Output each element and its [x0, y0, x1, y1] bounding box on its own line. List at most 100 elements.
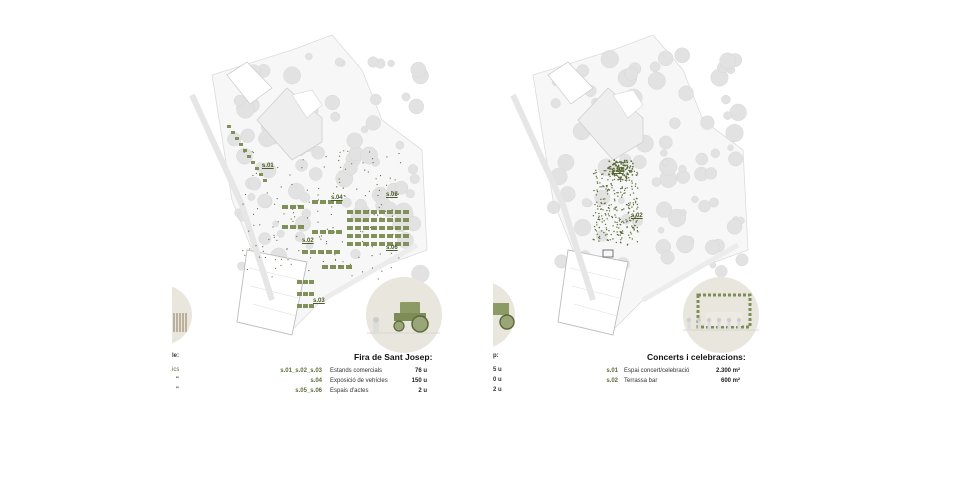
crowd-dot	[612, 179, 614, 181]
crowd-dot	[612, 225, 614, 227]
crowd-dot	[597, 208, 599, 210]
crowd-dot	[611, 184, 613, 187]
crowd-dot	[631, 168, 634, 170]
stand-block	[318, 250, 324, 254]
crowd-dot	[634, 200, 637, 202]
space-label: s.06	[386, 245, 398, 251]
stand-block	[297, 292, 302, 296]
stand-block	[297, 280, 302, 284]
crowd-dot	[617, 161, 619, 164]
crowd-dot	[292, 220, 294, 222]
crowd-dot	[377, 194, 379, 197]
stand-block	[312, 230, 318, 234]
tree-canopy	[360, 146, 378, 165]
stand-block	[355, 226, 361, 230]
space-label: s.01	[262, 163, 274, 169]
crowd-dot	[620, 196, 623, 198]
space-label: s.03	[313, 298, 325, 304]
crowd-dot	[616, 231, 618, 233]
crowd-dot	[601, 177, 603, 180]
tree-canopy	[408, 98, 425, 115]
stand-block	[387, 242, 393, 246]
crowd-dot	[323, 166, 325, 168]
tree-canopy	[395, 140, 405, 150]
tree-canopy	[657, 50, 674, 66]
crowd-dot	[627, 202, 630, 205]
stand-block	[403, 210, 409, 214]
stand-block	[322, 265, 328, 269]
tree-canopy	[725, 124, 744, 143]
crowd-dot	[625, 219, 627, 221]
crowd-dot	[634, 216, 636, 219]
crowd-dot	[325, 156, 327, 158]
crowd-dot	[609, 170, 611, 173]
crowd-dot	[380, 217, 382, 219]
stand-block	[309, 304, 314, 308]
tree-canopy	[676, 235, 694, 254]
crowd-dot	[609, 239, 611, 241]
crowd-dot	[619, 241, 622, 243]
crowd-dot	[632, 227, 634, 229]
tree-canopy	[705, 239, 721, 255]
crowd-dot	[294, 216, 296, 218]
stand-block	[347, 226, 353, 230]
crowd-dot	[273, 234, 275, 236]
tree-canopy	[735, 253, 749, 267]
tree-canopy	[661, 159, 670, 167]
crowd-dot	[615, 206, 618, 208]
tree-canopy	[708, 197, 719, 208]
tree-canopy	[678, 164, 687, 173]
crowd-dot	[631, 188, 633, 190]
crowd-dot	[631, 180, 633, 182]
crowd-dot	[242, 203, 244, 205]
crowd-dot	[398, 257, 400, 259]
crowd-dot	[615, 216, 617, 218]
stand-block	[395, 218, 401, 222]
crowd-dot	[336, 186, 338, 188]
stand-block	[355, 210, 361, 214]
crowd-dot	[636, 203, 639, 206]
crowd-dot	[612, 163, 614, 166]
crowd-dot	[612, 238, 614, 240]
crowd-dot	[620, 168, 623, 171]
crowd-dot	[291, 183, 293, 186]
tree-canopy	[719, 52, 736, 70]
crowd-dot	[342, 261, 344, 263]
tree-canopy	[301, 208, 312, 219]
crowd-dot	[619, 224, 622, 226]
legend-code: s.01_s.02_s.03	[280, 368, 322, 374]
tree-canopy	[240, 128, 255, 143]
crowd-dot	[636, 241, 639, 243]
stand-block	[263, 179, 267, 182]
stand-block	[395, 242, 401, 246]
crowd-dot	[624, 187, 626, 190]
crowd-dot	[621, 178, 624, 181]
crowd-dot	[379, 253, 381, 255]
building	[226, 61, 273, 105]
crowd-dot	[600, 230, 603, 232]
crowd-dot	[619, 169, 622, 172]
crowd-dot	[624, 179, 627, 181]
crowd-dot	[302, 159, 304, 161]
crowd-dot	[610, 183, 612, 185]
tree-canopy	[710, 148, 720, 158]
crowd-dot	[322, 252, 324, 254]
crowd-dot	[330, 213, 332, 216]
crowd-dot	[259, 224, 261, 226]
crowd-dot	[629, 202, 631, 204]
crowd-dot	[325, 240, 328, 243]
crowd-dot	[630, 169, 633, 172]
tree-canopy	[260, 162, 277, 179]
stand-block	[346, 265, 352, 269]
crowd-dot	[602, 185, 604, 187]
stand-block	[298, 205, 304, 209]
tree-canopy	[367, 56, 379, 68]
crowd-dot	[255, 245, 257, 247]
crowd-dot	[594, 229, 597, 231]
tree-canopy	[596, 230, 608, 242]
stand-block	[403, 242, 409, 246]
crowd-dot	[627, 205, 630, 207]
stand-block	[320, 200, 326, 204]
crowd-dot	[624, 192, 626, 194]
crowd-dot	[617, 195, 619, 197]
